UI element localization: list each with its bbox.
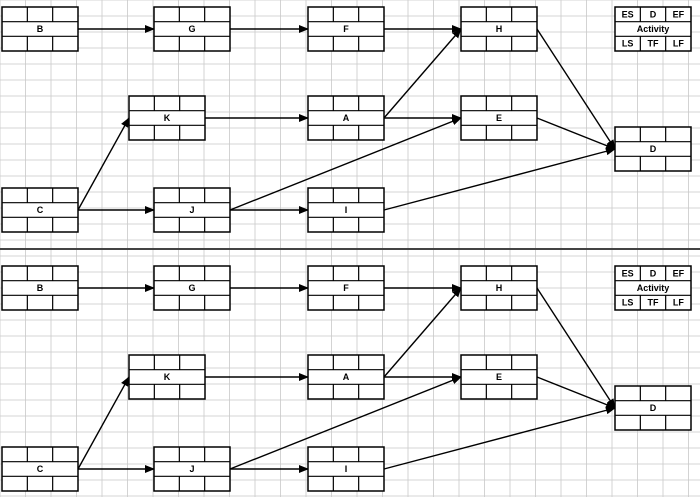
activity-label: B: [37, 283, 44, 293]
activity-label: E: [496, 113, 502, 123]
activity-label: C: [37, 464, 44, 474]
activity-label: B: [37, 24, 44, 34]
edge-c-k: [77, 376, 130, 470]
activity-node-f: F: [307, 6, 385, 52]
activity-label: K: [164, 113, 171, 123]
activity-node-d: D: [614, 126, 692, 172]
activity-node-i: I: [307, 187, 385, 233]
activity-label: H: [496, 24, 503, 34]
activity-label: A: [343, 113, 350, 123]
activity-label: G: [188, 283, 195, 293]
activity-label: I: [345, 464, 348, 474]
edge-j-e: [229, 117, 462, 211]
activity-label: D: [650, 403, 657, 413]
legend-activity: Activity: [637, 24, 670, 34]
activity-node-a: A: [307, 354, 385, 400]
legend-lf: LF: [673, 39, 684, 49]
legend-ef: EF: [673, 9, 685, 19]
activity-node-g: G: [153, 265, 231, 311]
activity-label: J: [189, 464, 194, 474]
activity-node-g: G: [153, 6, 231, 52]
legend-es: ES: [622, 9, 634, 19]
activity-label: D: [650, 144, 657, 154]
activity-node-j: J: [153, 446, 231, 492]
activity-node-f: F: [307, 265, 385, 311]
activity-node-j: J: [153, 187, 231, 233]
activity-label: E: [496, 372, 502, 382]
activity-node-c: C: [1, 187, 79, 233]
legend-tf: TF: [648, 39, 659, 49]
activity-label: F: [343, 24, 349, 34]
activity-label: F: [343, 283, 349, 293]
activity-node-k: K: [128, 354, 206, 400]
edge-h-d: [536, 28, 616, 150]
activity-label: C: [37, 205, 44, 215]
activity-label: I: [345, 205, 348, 215]
activity-label: K: [164, 372, 171, 382]
legend-d: D: [650, 268, 657, 278]
edge-e-d: [536, 117, 616, 150]
activity-node-e: E: [460, 354, 538, 400]
activity-label: J: [189, 205, 194, 215]
edge-e-d: [536, 376, 616, 409]
legend-es: ES: [622, 268, 634, 278]
legend-ls: LS: [622, 298, 634, 308]
activity-node-k: K: [128, 95, 206, 141]
legend-lf: LF: [673, 298, 684, 308]
edge-i-d: [383, 406, 616, 470]
activity-node-i: I: [307, 446, 385, 492]
activity-label: G: [188, 24, 195, 34]
activity-node-e: E: [460, 95, 538, 141]
legend-activity: Activity: [637, 283, 670, 293]
activity-label: A: [343, 372, 350, 382]
edge-c-k: [77, 117, 130, 211]
legend-d: D: [650, 9, 657, 19]
legend-tf: TF: [648, 298, 659, 308]
activity-label: H: [496, 283, 503, 293]
edge-j-e: [229, 376, 462, 470]
legend-ef: EF: [673, 268, 685, 278]
activity-node-a: A: [307, 95, 385, 141]
activity-node-d: D: [614, 385, 692, 431]
edge-a-h: [383, 28, 462, 119]
legend-ls: LS: [622, 39, 634, 49]
edge-a-h: [383, 287, 462, 378]
activity-node-c: C: [1, 446, 79, 492]
activity-node-b: B: [1, 6, 79, 52]
activity-node-h: H: [460, 265, 538, 311]
activity-node-h: H: [460, 6, 538, 52]
activity-node-b: B: [1, 265, 79, 311]
edge-h-d: [536, 287, 616, 409]
edge-i-d: [383, 147, 616, 211]
